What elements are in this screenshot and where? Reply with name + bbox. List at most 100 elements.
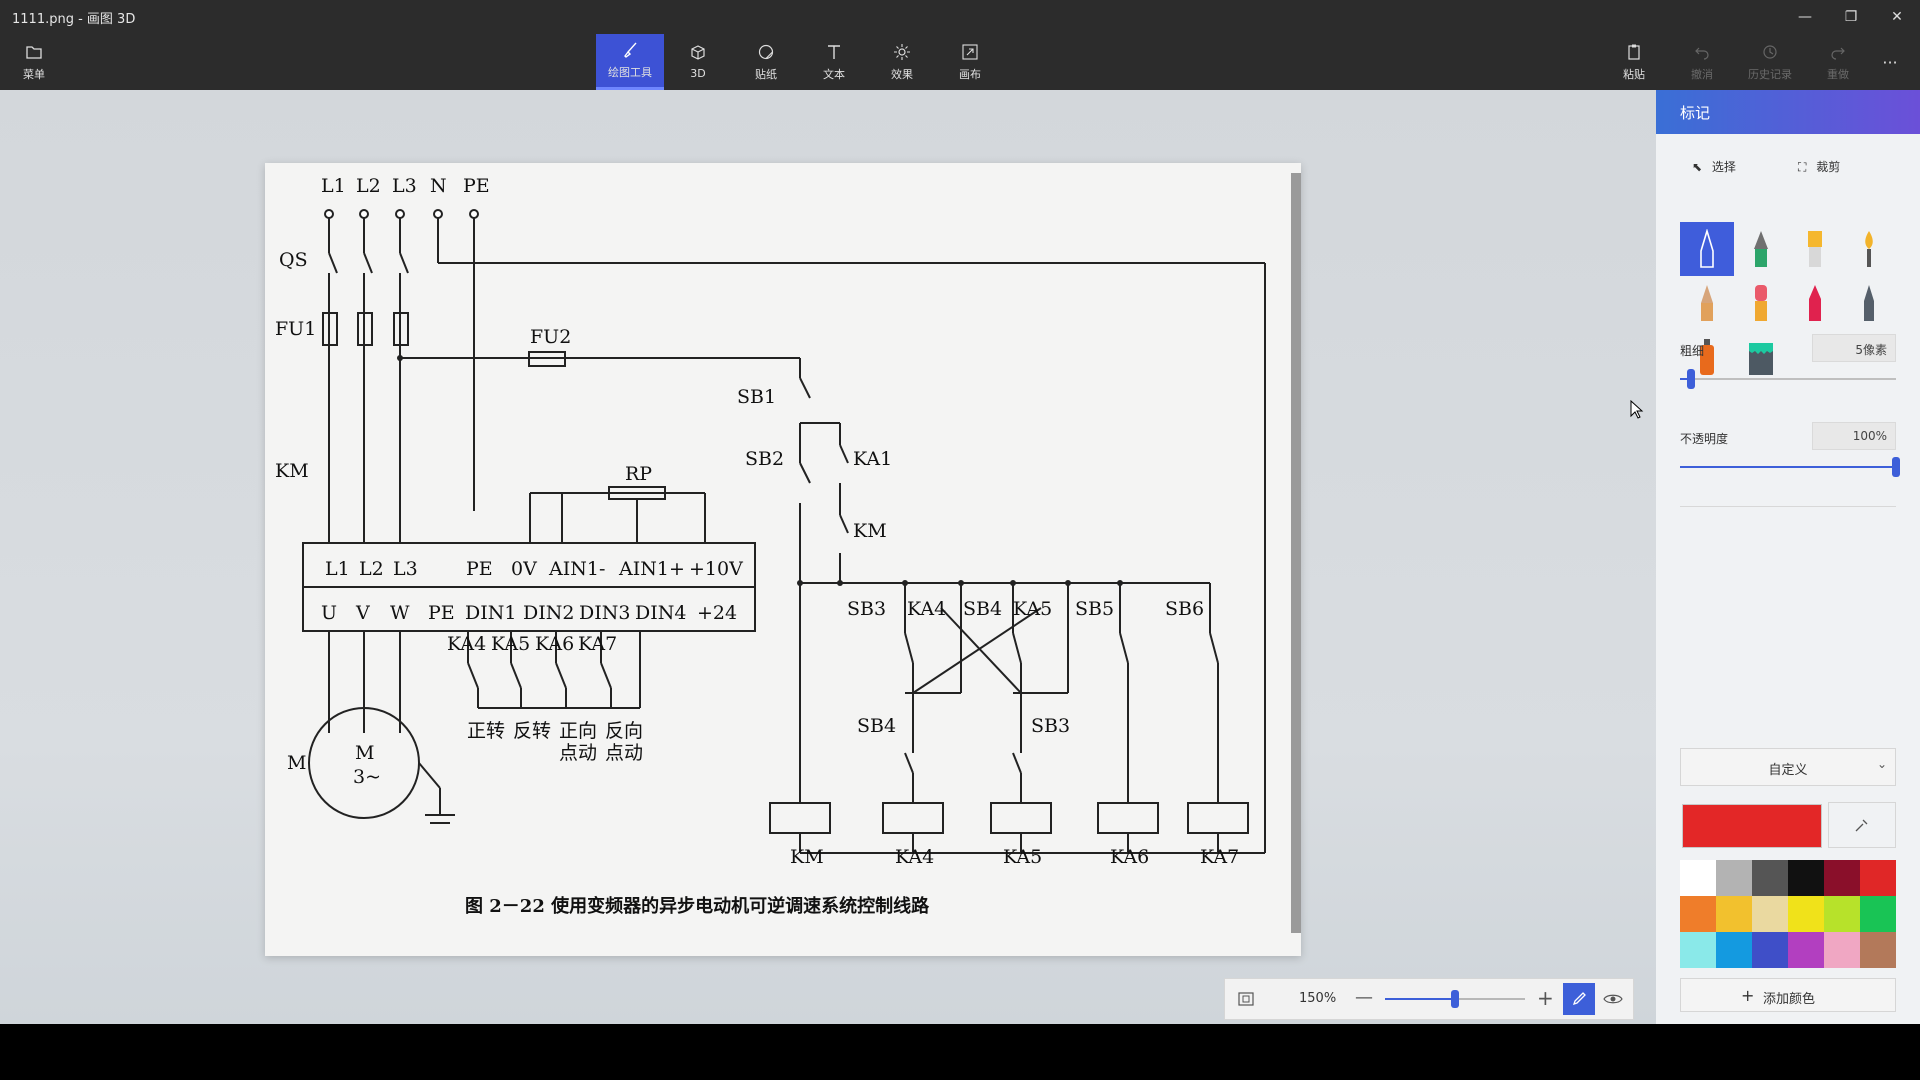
zoom-slider[interactable] [1385, 990, 1525, 1008]
func-reverse: 反转 [513, 720, 551, 742]
color-swatch[interactable] [1680, 860, 1716, 896]
label-L3: L3 [392, 175, 417, 197]
watercolor-brush[interactable] [1842, 222, 1896, 276]
effects-icon [894, 43, 910, 60]
color-swatch[interactable] [1860, 860, 1896, 896]
redo-button[interactable]: 重做 [1804, 34, 1872, 90]
vfd-DIN4: DIN4 [635, 602, 686, 624]
thickness-slider-thumb[interactable] [1686, 369, 1695, 389]
color-swatch[interactable] [1716, 932, 1752, 968]
menu-label: 菜单 [23, 67, 45, 81]
color-swatch[interactable] [1716, 860, 1752, 896]
color-swatch[interactable] [1788, 860, 1824, 896]
color-swatch[interactable] [1824, 932, 1860, 968]
close-button[interactable]: ✕ [1891, 9, 1903, 25]
vfd-W: W [390, 602, 410, 624]
thickness-slider[interactable] [1680, 369, 1896, 389]
tab-3d[interactable]: 3D [664, 34, 732, 90]
color-swatch[interactable] [1788, 932, 1824, 968]
coil-KA7: KA7 [1200, 846, 1239, 868]
color-swatch[interactable] [1716, 896, 1752, 932]
vfd-DIN2: DIN2 [523, 602, 574, 624]
opacity-slider-thumb[interactable] [1892, 457, 1900, 477]
color-swatch[interactable] [1680, 896, 1716, 932]
din-KA4: KA4 [447, 633, 486, 655]
toolbar: 菜单 绘图工具 3D 贴纸 文本 效果 画布 粘贴 撤消 历史记录 重做 ··· [0, 34, 1920, 90]
color-swatch[interactable] [1860, 896, 1896, 932]
tab-effects[interactable]: 效果 [868, 34, 936, 90]
color-swatch[interactable] [1860, 932, 1896, 968]
current-color-swatch[interactable] [1682, 804, 1822, 848]
pen-mode-button[interactable] [1563, 983, 1595, 1015]
color-swatch[interactable] [1824, 896, 1860, 932]
crop-button[interactable]: ⛶ 裁剪 [1798, 158, 1840, 175]
vfd-L2: L2 [359, 558, 384, 580]
pencil-brush[interactable] [1680, 276, 1734, 330]
color-swatch[interactable] [1788, 896, 1824, 932]
vfd-L3: L3 [393, 558, 418, 580]
restore-button[interactable]: ❐ [1844, 9, 1858, 25]
zoom-bar: 150% — + [1224, 978, 1634, 1020]
watercolor-icon [1865, 231, 1873, 267]
palette-dropdown[interactable]: 自定义 ⌄ [1680, 748, 1896, 786]
calligraphy-pen-brush[interactable] [1734, 222, 1788, 276]
eye-icon[interactable] [1603, 991, 1623, 1007]
palette-name: 自定义 [1768, 763, 1808, 778]
label-PE: PE [463, 175, 490, 197]
vfd-24: +24 [697, 602, 737, 624]
color-swatch[interactable] [1680, 932, 1716, 968]
eraser-brush[interactable] [1734, 276, 1788, 330]
vfd-L1: L1 [325, 558, 350, 580]
cube-icon [691, 45, 705, 60]
menu-button[interactable]: 菜单 [0, 34, 68, 90]
paste-button[interactable]: 粘贴 [1600, 34, 1668, 90]
crop-label: 裁剪 [1816, 160, 1841, 174]
tab-canvas[interactable]: 画布 [936, 34, 1004, 90]
undo-button[interactable]: 撤消 [1668, 34, 1736, 90]
spray-can-icon [1700, 339, 1714, 375]
label-SB2: SB2 [745, 448, 784, 470]
tab-stickers[interactable]: 贴纸 [732, 34, 800, 90]
workspace: L1 L2 L3 N PE QS FU1 FU2 KM RP L1 L2 L3 … [0, 90, 1656, 1024]
add-color-label: 添加颜色 [1763, 992, 1816, 1007]
vfd-U: U [321, 602, 337, 624]
thickness-input[interactable]: 5像素 [1812, 334, 1896, 362]
zoom-slider-thumb[interactable] [1451, 990, 1459, 1008]
fill-bucket-brush[interactable] [1734, 330, 1788, 384]
pixel-pen-brush[interactable] [1842, 276, 1896, 330]
color-swatch[interactable] [1752, 896, 1788, 932]
func-fwd-jog: 正向 [559, 720, 597, 742]
history-button[interactable]: 历史记录 [1736, 34, 1804, 90]
marker-brush[interactable] [1680, 222, 1734, 276]
more-button[interactable]: ··· [1862, 34, 1918, 90]
undo-icon [1695, 47, 1709, 60]
opacity-input[interactable]: 100% [1812, 422, 1896, 450]
add-color-button[interactable]: + 添加颜色 [1680, 978, 1896, 1012]
eyedropper-button[interactable] [1828, 802, 1896, 848]
image-canvas[interactable]: L1 L2 L3 N PE QS FU1 FU2 KM RP L1 L2 L3 … [265, 163, 1301, 956]
fit-screen-icon[interactable] [1237, 990, 1255, 1008]
crayon-brush[interactable] [1788, 276, 1842, 330]
spray-can-brush[interactable] [1680, 330, 1734, 384]
oil-brush[interactable] [1788, 222, 1842, 276]
calligraphy-pen-icon [1754, 231, 1768, 267]
color-swatch[interactable] [1824, 860, 1860, 896]
label-N: N [430, 175, 447, 197]
color-swatch[interactable] [1752, 860, 1788, 896]
minimize-button[interactable]: — [1798, 9, 1812, 25]
zoom-in-button[interactable]: + [1537, 986, 1554, 1010]
vfd-AIN1+: AIN1+ [618, 558, 685, 580]
side-panel: 标记 ⬉ 选择 ⛶ 裁剪 粗细 5像素 不透明度 100% [1656, 90, 1920, 1024]
select-button[interactable]: ⬉ 选择 [1692, 158, 1736, 175]
tab-text[interactable]: 文本 [800, 34, 868, 90]
paste-icon [1628, 44, 1640, 60]
motor-M: M [355, 742, 374, 764]
zoom-out-button[interactable]: — [1355, 987, 1373, 1008]
eyedropper-icon [1855, 819, 1868, 832]
color-swatch[interactable] [1752, 932, 1788, 968]
tab-brushes[interactable]: 绘图工具 [596, 34, 664, 90]
tab-text-label: 文本 [823, 67, 845, 81]
label-FU1: FU1 [275, 318, 316, 340]
opacity-slider[interactable] [1680, 457, 1900, 477]
crop-icon: ⛶ [1798, 160, 1807, 174]
